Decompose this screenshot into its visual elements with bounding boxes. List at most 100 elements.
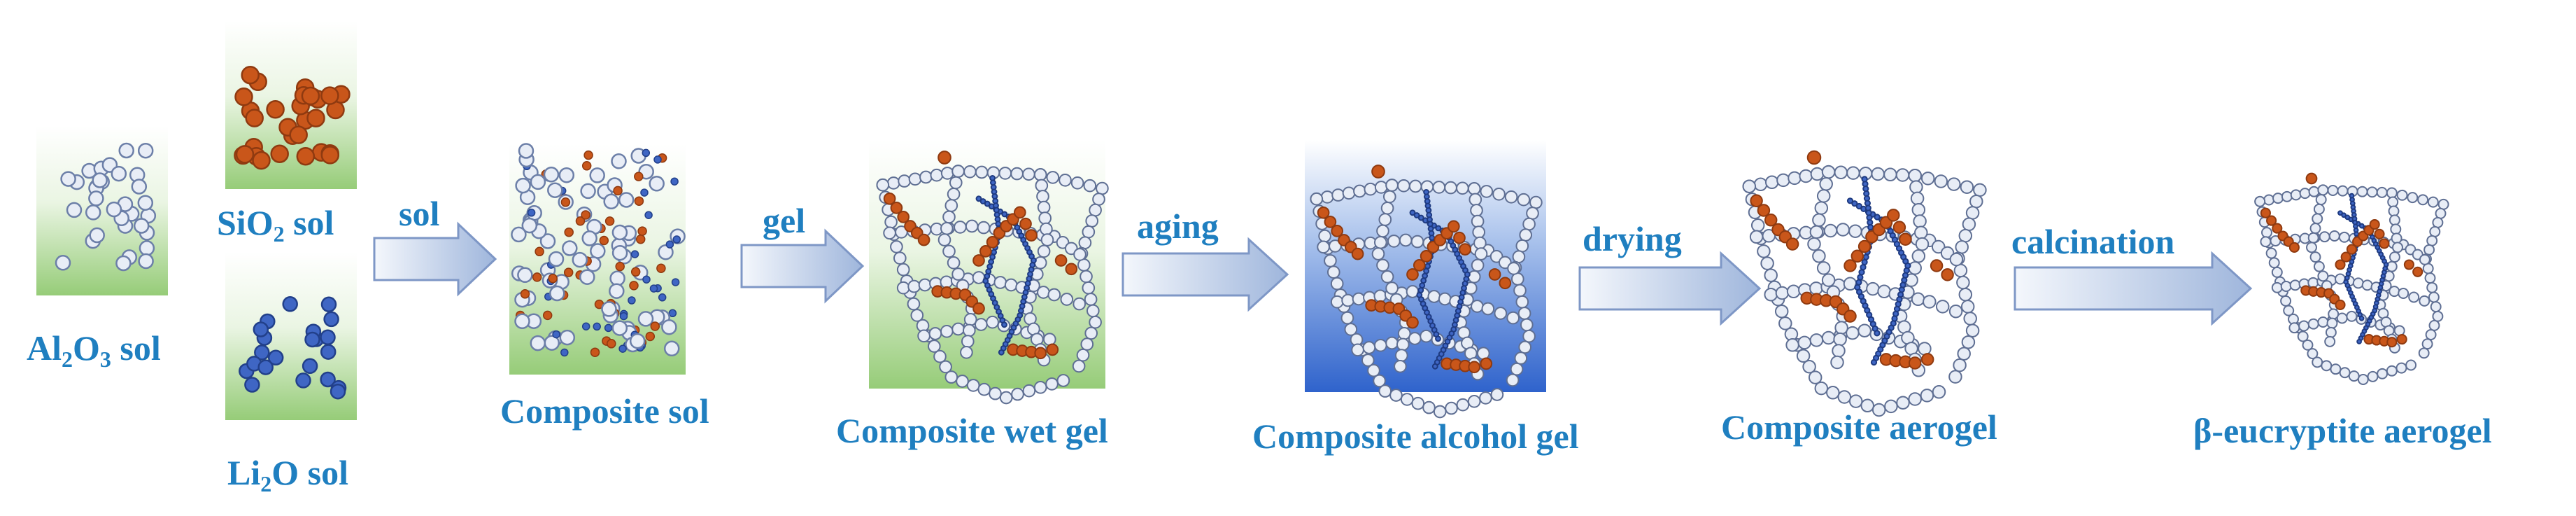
particle bbox=[1932, 385, 1946, 399]
particle bbox=[1013, 206, 1026, 219]
particle bbox=[2389, 214, 2400, 226]
particle bbox=[644, 211, 653, 219]
particle bbox=[1908, 169, 1922, 183]
particle bbox=[2317, 316, 2329, 328]
particle bbox=[1764, 287, 1778, 302]
particle bbox=[2432, 310, 2444, 322]
particle bbox=[604, 323, 613, 333]
particle bbox=[944, 199, 958, 212]
particle bbox=[2366, 186, 2378, 198]
particle bbox=[320, 344, 337, 360]
particle bbox=[1317, 240, 1330, 254]
particle bbox=[1812, 249, 1826, 263]
particle bbox=[320, 371, 336, 388]
particle bbox=[671, 278, 680, 286]
particle bbox=[320, 146, 340, 165]
particle bbox=[111, 165, 127, 182]
sio2-particles bbox=[234, 65, 351, 170]
particle bbox=[1082, 281, 1096, 295]
particle bbox=[2346, 244, 2357, 255]
particle bbox=[1423, 267, 1430, 274]
particle bbox=[1373, 338, 1387, 352]
particle bbox=[1380, 201, 1394, 215]
particle bbox=[532, 272, 542, 282]
particle bbox=[2261, 227, 2272, 239]
particle bbox=[2335, 299, 2346, 310]
particle bbox=[2386, 187, 2398, 199]
particle bbox=[2280, 295, 2292, 307]
particle bbox=[1816, 261, 1831, 275]
particle bbox=[1895, 168, 1910, 182]
particle bbox=[2429, 225, 2441, 237]
particle bbox=[581, 322, 590, 330]
particle bbox=[1833, 332, 1847, 347]
particle bbox=[1797, 335, 1812, 350]
particle bbox=[1764, 214, 1778, 227]
particle bbox=[2417, 194, 2429, 206]
particle bbox=[559, 329, 576, 346]
eucryptite-aerogel-network bbox=[2254, 172, 2449, 385]
particle bbox=[1480, 185, 1494, 198]
particle bbox=[1331, 188, 1345, 202]
particle bbox=[2305, 172, 2318, 185]
particle bbox=[919, 170, 933, 184]
particle bbox=[1848, 224, 1862, 238]
particle bbox=[1471, 258, 1485, 272]
particle bbox=[1807, 237, 1821, 251]
particle bbox=[1096, 181, 1109, 195]
particle bbox=[1042, 333, 1056, 347]
particle bbox=[235, 145, 255, 164]
particle bbox=[1519, 228, 1533, 242]
particle bbox=[609, 283, 625, 299]
particle bbox=[918, 278, 932, 292]
particle bbox=[1958, 228, 1973, 243]
particle bbox=[1394, 359, 1407, 373]
particle bbox=[1529, 195, 1543, 209]
particle bbox=[1908, 261, 1922, 275]
particle bbox=[1033, 256, 1047, 270]
particle bbox=[1753, 177, 1768, 192]
particle bbox=[940, 275, 954, 289]
particle bbox=[2298, 320, 2310, 332]
particle bbox=[1884, 399, 1898, 414]
particle bbox=[2357, 374, 2369, 385]
particle bbox=[2376, 186, 2388, 198]
particle bbox=[1488, 268, 1501, 281]
particle bbox=[1494, 307, 1508, 320]
particle bbox=[1923, 295, 1937, 309]
particle bbox=[92, 172, 108, 188]
label-composite-aerogel: Composite aerogel bbox=[1721, 407, 1997, 447]
particle bbox=[1373, 374, 1386, 388]
particle bbox=[1949, 252, 1964, 267]
particle bbox=[301, 86, 320, 106]
particle bbox=[668, 309, 677, 318]
particle bbox=[1417, 287, 1424, 293]
particle bbox=[330, 383, 346, 400]
particle bbox=[890, 240, 903, 253]
particle bbox=[2432, 216, 2444, 228]
particle bbox=[1037, 200, 1051, 214]
particle bbox=[2297, 330, 2309, 342]
particle bbox=[962, 323, 976, 337]
particle bbox=[1911, 249, 1926, 263]
particle bbox=[928, 327, 942, 340]
particle bbox=[2317, 270, 2329, 282]
particle bbox=[2405, 359, 2417, 371]
particle bbox=[593, 322, 601, 331]
particle bbox=[1038, 211, 1052, 225]
step-label-aging: aging bbox=[1137, 207, 1219, 246]
particle bbox=[1826, 386, 1840, 400]
label-composite-sol: Composite sol bbox=[500, 391, 709, 431]
particle bbox=[1362, 341, 1376, 354]
particle bbox=[1526, 207, 1539, 220]
particle bbox=[2430, 301, 2442, 313]
particle bbox=[649, 176, 665, 192]
particle bbox=[1920, 389, 1934, 403]
particle bbox=[1821, 330, 1836, 345]
particle bbox=[535, 246, 544, 257]
particle bbox=[615, 261, 625, 272]
particle bbox=[1046, 171, 1060, 184]
particle bbox=[581, 161, 592, 171]
particle bbox=[1474, 247, 1488, 260]
